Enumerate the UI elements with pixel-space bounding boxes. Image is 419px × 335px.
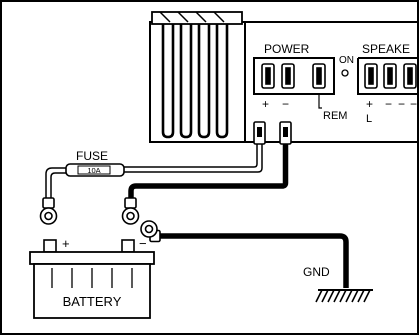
- on-label: ON: [339, 55, 354, 66]
- battery-positive-post: [43, 239, 57, 253]
- speaker-label: SPEAKE: [362, 42, 410, 56]
- battery-plus-label: +: [62, 236, 70, 251]
- battery-lid: [29, 251, 155, 265]
- power-minus-label: −: [282, 97, 289, 111]
- fuse-label: FUSE: [76, 149, 108, 163]
- speaker-left-label: L: [366, 113, 372, 125]
- speaker-terminal-slots: [364, 63, 417, 89]
- power-plus-label: +: [262, 97, 269, 111]
- battery-minus-label: −: [139, 236, 147, 251]
- fuse-element: [77, 165, 111, 175]
- power-label: POWER: [264, 42, 310, 56]
- battery: BATTERY + −: [29, 236, 155, 319]
- rem-leader-line: [318, 94, 322, 109]
- battery-negative-post: [121, 239, 135, 253]
- battery-cell-dividers: [51, 268, 133, 288]
- rem-label: REM: [323, 110, 347, 122]
- ground-ring-terminal: [140, 220, 161, 243]
- positive-ring-terminal: [39, 197, 58, 225]
- negative-ring-terminal: [121, 197, 140, 225]
- speaker-minus-label-2: −: [398, 97, 405, 111]
- amplifier: POWER ON SPEAKE + − REM + − − − L: [149, 11, 419, 143]
- ground-wire: [150, 233, 349, 288]
- fuse: 10A FUSE: [65, 149, 125, 177]
- spade-connectors: [253, 121, 292, 145]
- fuse-rating-label: 10A: [87, 166, 100, 175]
- heat-sink-top-hatching: [159, 11, 225, 23]
- speaker-plus-label: +: [366, 97, 373, 111]
- gnd-label: GND: [303, 265, 330, 279]
- battery-label: BATTERY: [63, 294, 122, 309]
- negative-wire: [128, 144, 289, 200]
- ground-symbol-icon: [315, 289, 373, 303]
- speaker-minus-label-1: −: [385, 97, 392, 111]
- heat-sink-fins: [161, 22, 229, 139]
- power-terminal-slots: [261, 63, 326, 89]
- speaker-minus-label-3: −: [410, 97, 417, 111]
- positive-wire: [45, 144, 263, 200]
- speaker-terminal-block: [357, 57, 419, 95]
- on-led-icon: [341, 69, 349, 77]
